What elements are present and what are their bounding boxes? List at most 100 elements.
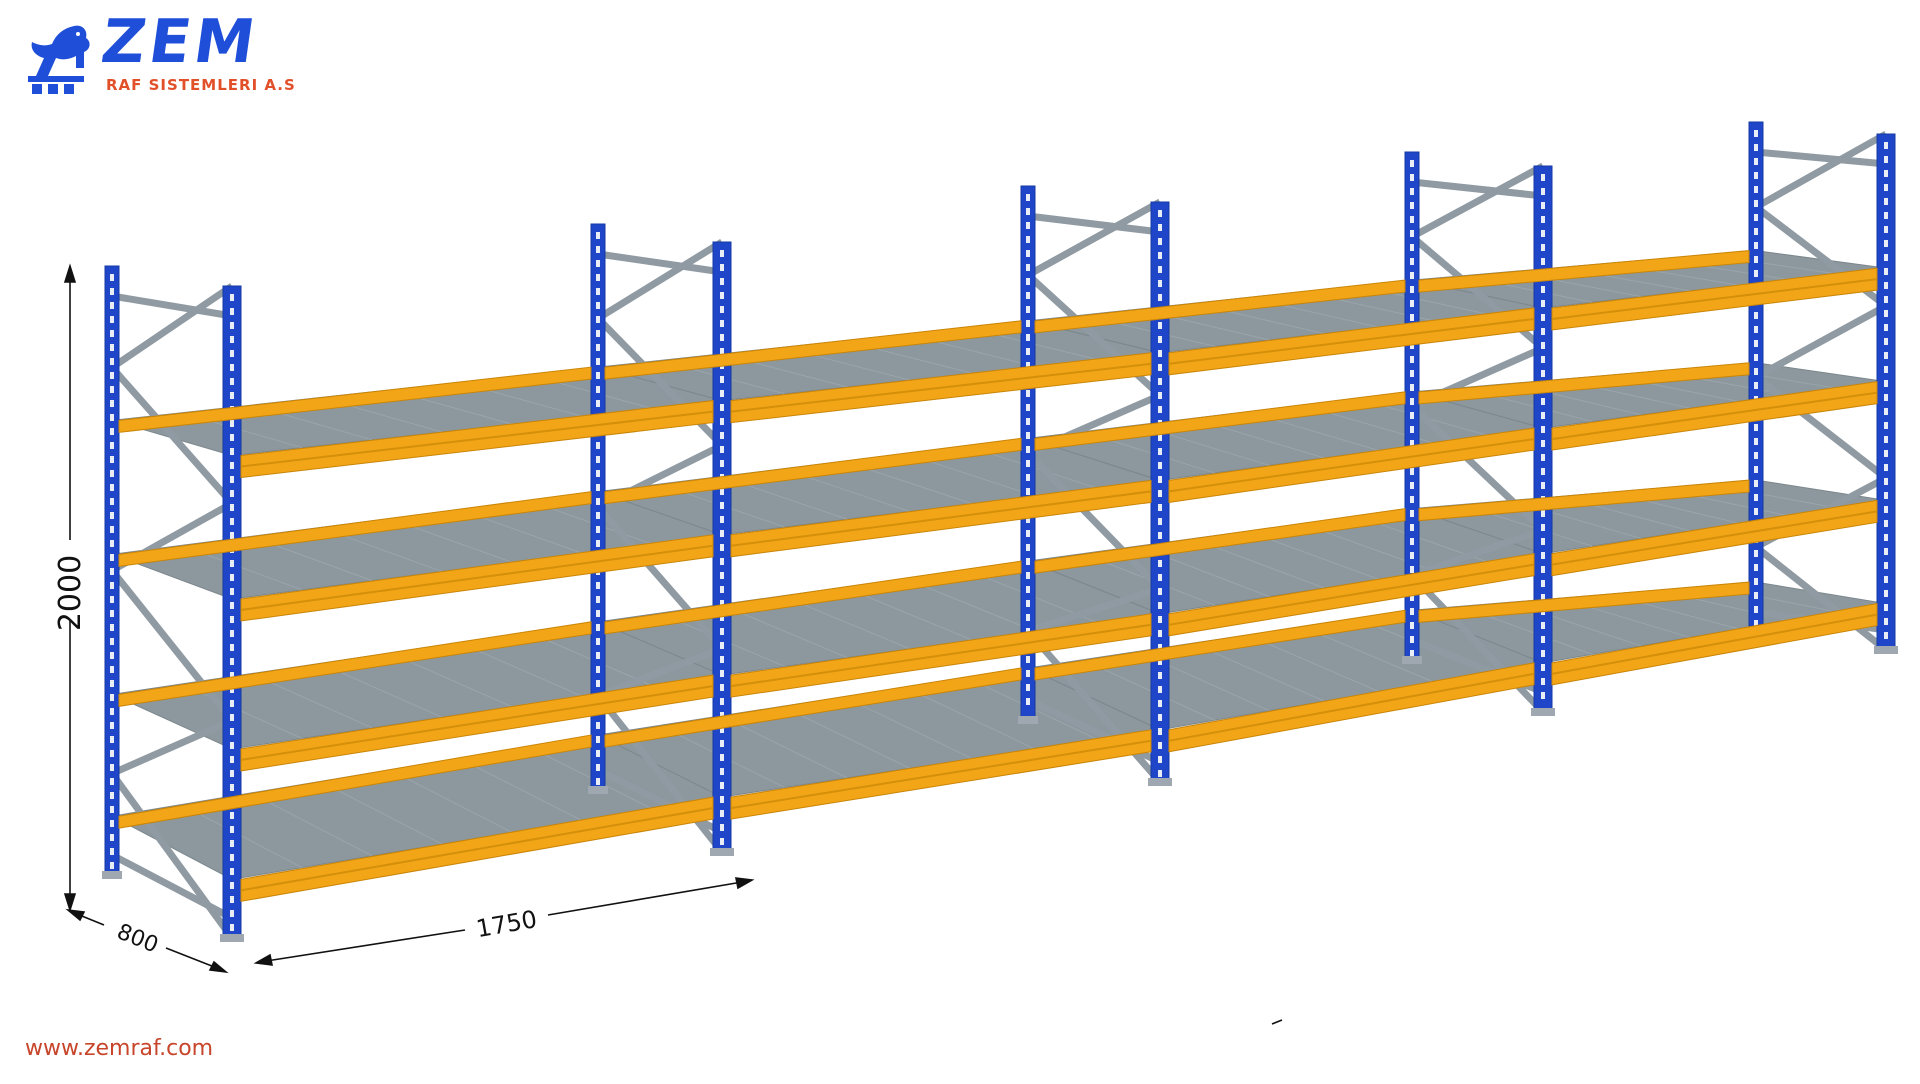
upright-hole — [1884, 268, 1888, 275]
beam-groove — [240, 807, 714, 892]
upright-hole — [1410, 482, 1414, 489]
upright-hole — [596, 302, 600, 309]
height-arrow-bottom — [63, 893, 77, 913]
upright-hole — [596, 638, 600, 645]
upright-hole — [1026, 460, 1030, 467]
upright-hole — [110, 764, 114, 771]
frame-brace — [1410, 526, 1545, 579]
upright-footplate — [1018, 716, 1038, 724]
beam-groove — [730, 739, 1152, 810]
upright-hole — [230, 854, 234, 861]
upright-hole — [1541, 370, 1545, 377]
upright-hole — [110, 666, 114, 673]
upright-hole — [1026, 264, 1030, 271]
deck-seam — [528, 746, 653, 810]
upright-hole — [1410, 650, 1414, 657]
upright-hole — [230, 700, 234, 707]
upright-hole — [1026, 488, 1030, 495]
frame-top-brace — [1755, 148, 1887, 168]
upright-hole — [1754, 606, 1758, 613]
upright-hole — [230, 826, 234, 833]
upright-hole — [230, 756, 234, 763]
upright-hole — [1884, 604, 1888, 611]
upright-hole — [1884, 296, 1888, 303]
upright-hole — [1410, 440, 1414, 447]
upright-hole — [230, 336, 234, 343]
deck-seam — [1302, 626, 1434, 683]
back-beam — [118, 734, 592, 829]
website-link[interactable]: www.zemraf.com — [25, 1036, 214, 1061]
upright-hole — [720, 740, 724, 747]
upright-hole — [110, 750, 114, 757]
upright-hole — [1754, 494, 1758, 501]
back-beam — [1034, 279, 1406, 334]
upright-footplate — [220, 934, 244, 942]
upright-hole — [1026, 572, 1030, 579]
upright-hole — [720, 754, 724, 761]
upright-hole — [230, 574, 234, 581]
upright-hole — [110, 512, 114, 519]
upright-hole — [1884, 618, 1888, 625]
upright-hole — [596, 232, 600, 239]
upright-hole — [1026, 362, 1030, 369]
upright-hole — [110, 792, 114, 799]
upright-hole — [1884, 170, 1888, 177]
upright-hole — [1026, 418, 1030, 425]
upright-hole — [596, 722, 600, 729]
upright-hole — [110, 414, 114, 421]
upright-hole — [110, 526, 114, 533]
upright-hole — [1884, 534, 1888, 541]
upright-hole — [720, 446, 724, 453]
upright-hole — [1541, 342, 1545, 349]
upright-hole — [110, 344, 114, 351]
upright-hole — [1884, 492, 1888, 499]
upright-hole — [720, 838, 724, 845]
upright-hole — [1026, 474, 1030, 481]
upright-hole — [110, 372, 114, 379]
upright-hole — [720, 418, 724, 425]
upright-hole — [1410, 524, 1414, 531]
upright-hole — [230, 770, 234, 777]
upright-hole — [1541, 398, 1545, 405]
upright-hole — [1884, 478, 1888, 485]
upright-hole — [110, 862, 114, 869]
upright-hole — [110, 330, 114, 337]
upright-hole — [1410, 286, 1414, 293]
upright-hole — [720, 796, 724, 803]
upright-hole — [1026, 194, 1030, 201]
upright-hole — [110, 498, 114, 505]
upright-hole — [1541, 594, 1545, 601]
back-beam — [1418, 479, 1750, 522]
upright-hole — [1410, 636, 1414, 643]
beam-groove — [240, 685, 714, 761]
upright-hole — [1754, 256, 1758, 263]
upright-hole — [1026, 306, 1030, 313]
upright-hole — [1158, 728, 1162, 735]
beams — [118, 250, 1878, 902]
upright-hole — [1884, 520, 1888, 527]
upright-hole — [1754, 130, 1758, 137]
frame-brace — [1753, 374, 1889, 481]
deck-seam — [843, 696, 973, 760]
deck-seam — [528, 631, 653, 687]
upright-hole — [230, 308, 234, 315]
upright-hole — [1026, 348, 1030, 355]
upright-hole — [110, 652, 114, 659]
upright-hole — [1410, 202, 1414, 209]
upright-hole — [596, 596, 600, 603]
upright-hole — [110, 638, 114, 645]
frame-brace — [110, 283, 234, 371]
upright-hole — [596, 344, 600, 351]
upright-hole — [1026, 614, 1030, 621]
upright-hole — [1410, 188, 1414, 195]
upright-hole — [1754, 452, 1758, 459]
frame-brace — [109, 365, 235, 506]
upright-hole — [1541, 300, 1545, 307]
upright-hole — [720, 544, 724, 551]
upright-hole — [1026, 600, 1030, 607]
frame-brace — [595, 693, 725, 855]
upright-hole — [596, 652, 600, 659]
upright-hole — [1884, 212, 1888, 219]
upright-hole — [1158, 350, 1162, 357]
upright-hole — [1158, 574, 1162, 581]
